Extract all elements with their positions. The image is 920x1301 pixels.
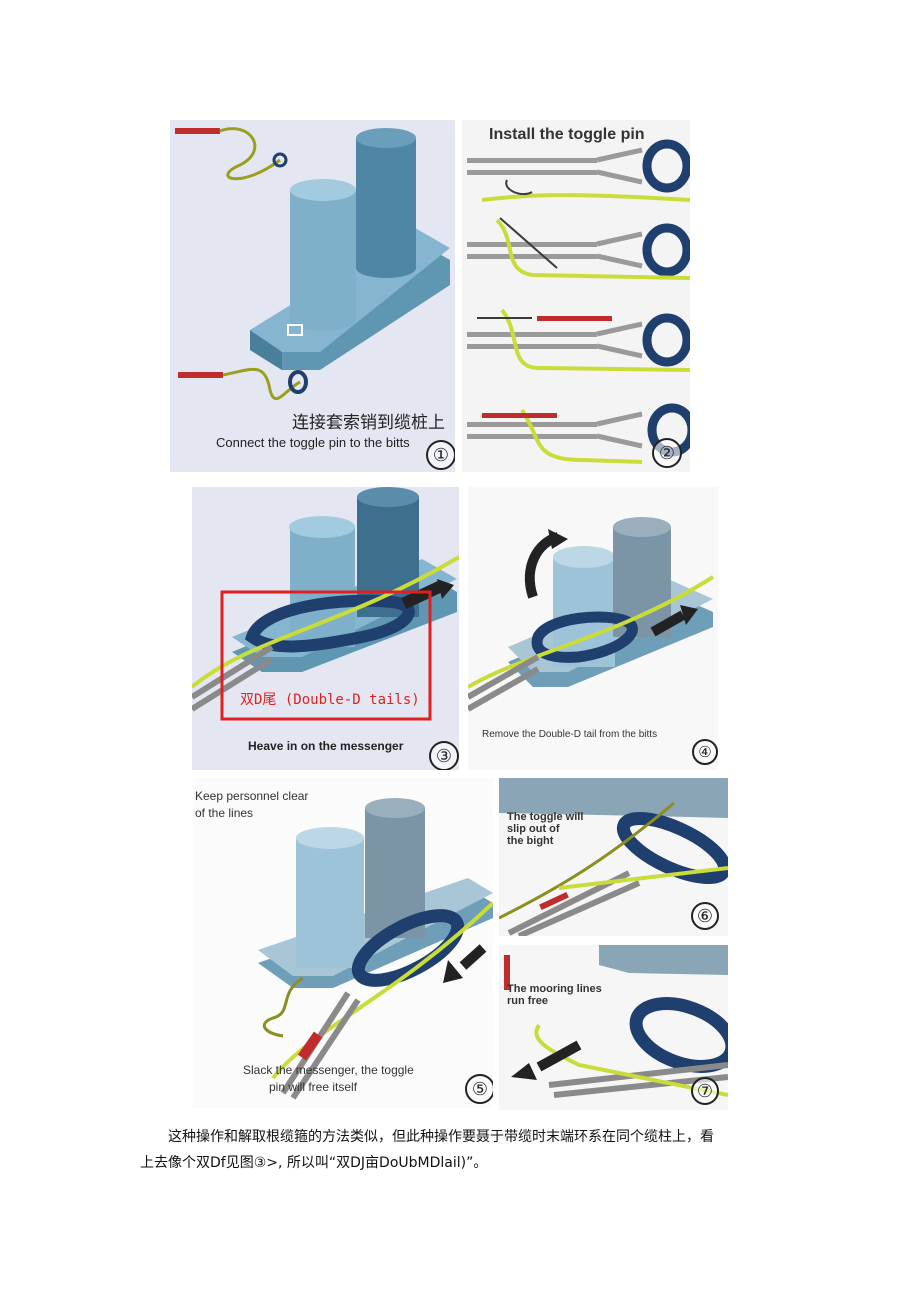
step-number: ⑤: [465, 1074, 493, 1104]
arrow-icon: [536, 1040, 582, 1072]
warning-line-2: of the lines: [195, 806, 254, 820]
highlight-box: [220, 590, 432, 721]
paragraph-line-2: 上去像个双Df见图③>, 所以叫“双DJ亩DoUbMDlail)”。: [140, 1155, 488, 1171]
figure-panel-3: 双D尾 (Double-D tails) Heave in on the mes…: [192, 487, 459, 770]
caption-chinese: 连接套索销到缆桩上: [292, 413, 445, 432]
arrow-icon: [459, 944, 487, 970]
caption-line-1: The toggle will: [507, 811, 584, 823]
figure-panel-7: The mooring lines run free ⑦: [499, 945, 728, 1110]
caption-line-2: slip out of: [507, 823, 560, 835]
bitts-illustration: [175, 127, 450, 400]
step-number: ①: [426, 440, 455, 470]
caption-line-1: The mooring lines: [507, 983, 602, 995]
figure-panel-2: Install the toggle pin ②: [462, 120, 690, 472]
caption-line-2: pin will free itself: [269, 1080, 358, 1094]
caption: Remove the Double-D tail from the bitts: [482, 729, 658, 740]
figure-panel-4: Remove the Double-D tail from the bitts …: [468, 487, 718, 770]
step-number: ②: [652, 438, 682, 468]
slack-messenger-illustration: [258, 798, 493, 1100]
figure-panel-5: Keep personnel clear of the lines Slack …: [193, 778, 493, 1108]
warning-line-1: Keep personnel clear: [195, 789, 309, 803]
caption-line-2: run free: [507, 995, 548, 1007]
caption-line-1: Slack the messenger, the toggle: [243, 1063, 414, 1077]
lines-run-free-illustration: [504, 945, 728, 1098]
box-label: 双D尾 (Double-D tails): [240, 692, 420, 708]
figure-panel-1: 连接套索销到缆桩上 Connect the toggle pin to the …: [170, 120, 455, 472]
caption: Heave in on the messenger: [248, 739, 404, 753]
arrow-icon: [650, 610, 686, 637]
toggle-pin-steps-illustration: [467, 139, 690, 464]
arrow-icon: [401, 581, 443, 609]
remove-tail-illustration: [468, 517, 715, 712]
step-number: ⑦: [691, 1077, 719, 1105]
heave-messenger-illustration: [192, 487, 459, 721]
toggle-slip-illustration: [499, 778, 728, 936]
body-paragraph: 这种操作和解取根缆箍的方法类似，但此种操作要聂于带缆时末端环系在同个缆柱上，看 …: [140, 1124, 780, 1176]
caption-line-3: the bight: [507, 835, 554, 847]
panel-title: Install the toggle pin: [489, 126, 645, 143]
paragraph-line-1: 这种操作和解取根缆箍的方法类似，但此种操作要聂于带缆时末端环系在同个缆柱上，看: [168, 1129, 714, 1145]
step-number: ⑥: [691, 902, 719, 930]
caption-english: Connect the toggle pin to the bitts: [216, 435, 410, 450]
step-number: ③: [429, 741, 459, 770]
red-pin-icon: [175, 128, 220, 134]
figure-panel-6: The toggle will slip out of the bight ⑥: [499, 778, 728, 936]
step-number: ④: [692, 739, 718, 765]
